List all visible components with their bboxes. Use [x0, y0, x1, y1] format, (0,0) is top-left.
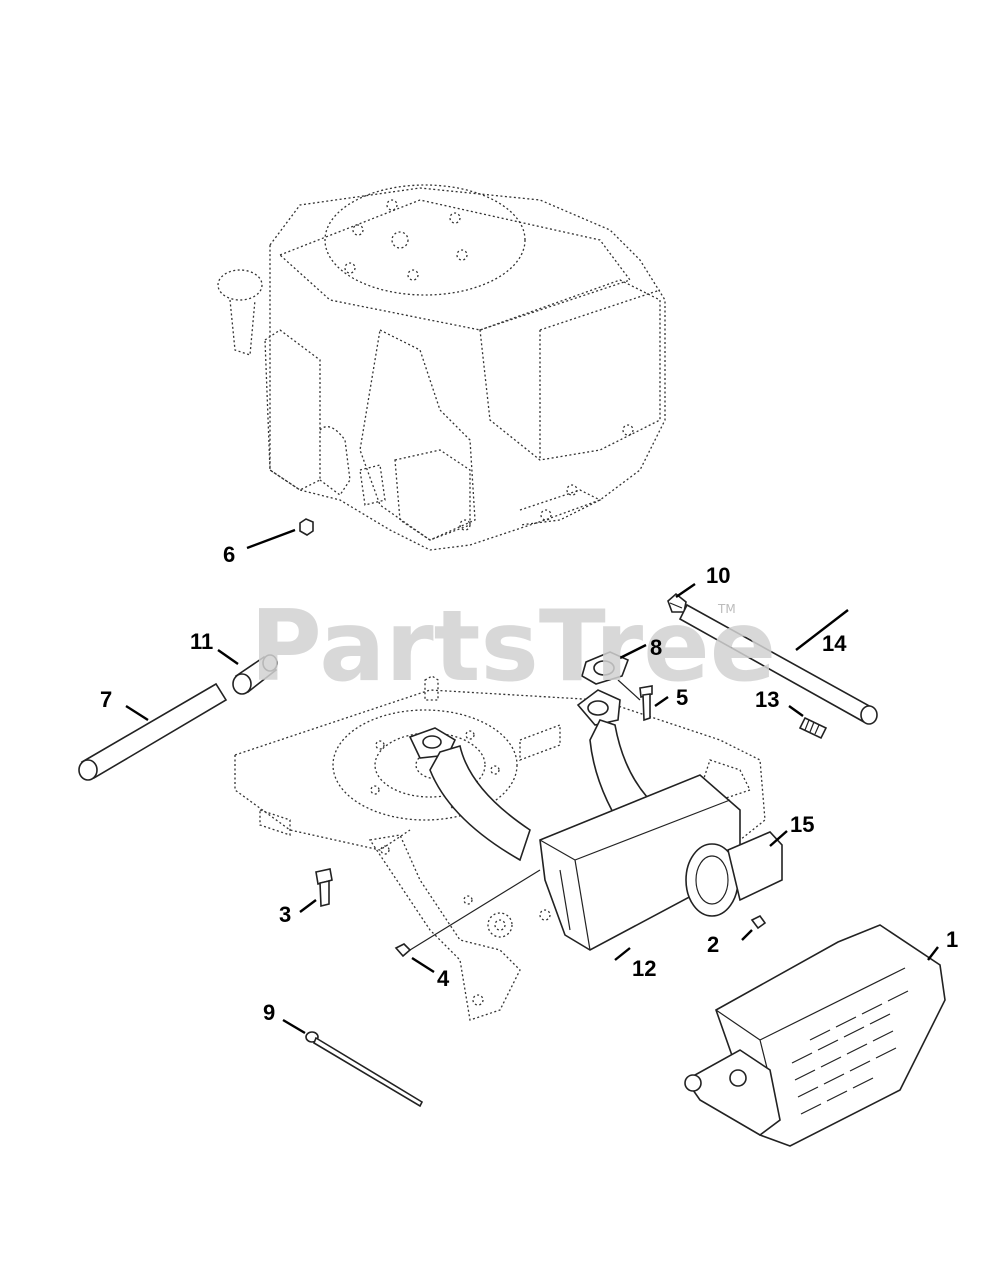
- bolt-part-5: [639, 685, 653, 722]
- tube-part-7: [78, 682, 228, 781]
- callout-5: 5: [676, 685, 688, 710]
- heat-shield-part-1: [684, 924, 946, 1147]
- callout-14: 14: [822, 631, 847, 656]
- callout-15: 15: [790, 812, 814, 837]
- callout-4: 4: [437, 966, 450, 991]
- bolt-part-3: [315, 868, 333, 908]
- screw-part-4: [394, 943, 412, 958]
- screw-part-2: [750, 914, 767, 930]
- gasket-part-8: [581, 651, 630, 685]
- spark-arrestor-part-15: [685, 831, 783, 917]
- callout-7: 7: [100, 687, 112, 712]
- callout-11: 11: [190, 629, 213, 654]
- callout-3: 3: [279, 902, 291, 927]
- callout-2: 2: [707, 932, 719, 957]
- muffler-part-12: [539, 774, 741, 951]
- callout-9: 9: [263, 1000, 275, 1025]
- spring-part-13: [798, 716, 828, 740]
- callout-12: 12: [632, 956, 656, 981]
- callout-1: 1: [946, 927, 958, 952]
- callout-6: 6: [223, 542, 235, 567]
- engine-drawing: [217, 184, 666, 551]
- vent-slots: [791, 990, 909, 1115]
- nut-part-6: [299, 518, 314, 536]
- cable-tie-part-9: [305, 1031, 424, 1108]
- callout-10: 10: [706, 563, 730, 588]
- callout-8: 8: [650, 635, 662, 660]
- fitting-part-11: [232, 654, 278, 695]
- leader-lines: [125, 528, 939, 1035]
- tube-part-14: [678, 603, 878, 725]
- callouts: 6 10 14 11 8 7 5 13 15 3 1 2 12 4 9: [100, 542, 958, 1025]
- fitting-part-10: [667, 592, 687, 613]
- watermark-trademark: TM: [717, 602, 736, 616]
- callout-13: 13: [755, 687, 779, 712]
- watermark: PartsTree: [250, 590, 776, 704]
